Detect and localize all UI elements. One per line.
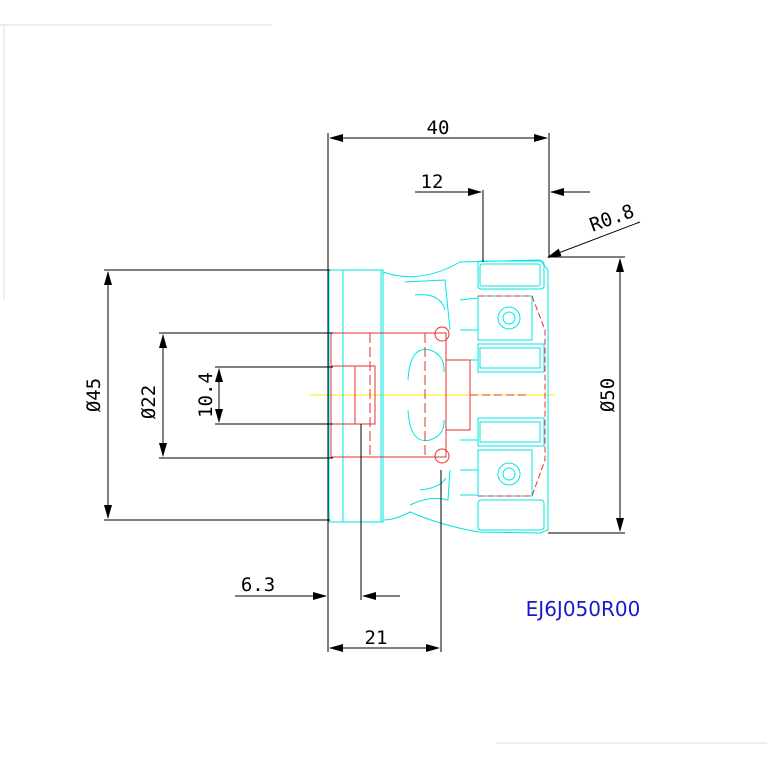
dim-keyway-width: 10.4 (195, 372, 217, 418)
frame-lines (0, 24, 767, 744)
part-number: EJ6J050R00 (526, 597, 641, 621)
hidden-bore (330, 295, 546, 497)
dimension-lines (104, 133, 641, 652)
dim-bore-diameter: Ø22 (138, 385, 160, 419)
dim-corner-radius: R0.8 (587, 200, 638, 236)
dim-shank-diameter: Ø45 (83, 378, 105, 412)
dim-overall-length: 40 (427, 117, 450, 139)
dim-shank-length: 21 (365, 627, 388, 649)
dim-cutter-diameter: Ø50 (597, 378, 619, 412)
dim-insert-width: 12 (421, 171, 444, 193)
cutter-body (328, 259, 549, 534)
dim-keyway-depth: 6.3 (241, 574, 275, 596)
